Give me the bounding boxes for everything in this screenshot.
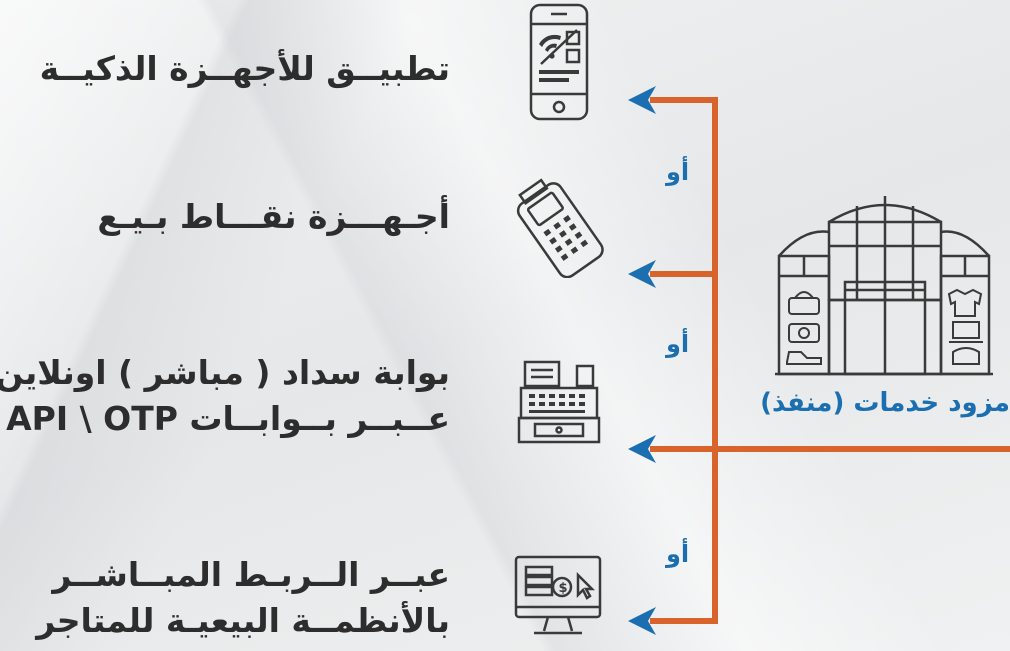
arrow-pos: [628, 260, 656, 288]
cash-register-icon: [517, 360, 601, 444]
pos-terminal-icon: [516, 178, 604, 278]
svg-text:$: $: [559, 581, 568, 596]
arrow-app: [628, 86, 656, 114]
channel-label-line: عبــر الــربـط المبــاشــر: [52, 555, 450, 594]
channel-label-gateway: بوابة سداد ( مباشر ) اونلاين عــبــر بــ…: [0, 350, 450, 442]
or-label: أو: [666, 540, 690, 568]
channel-label-smart-app: تطبيــق للأجهــزة الذكيــة: [40, 46, 450, 92]
channel-label-line: عــبــر بــوابــات API \ OTP: [6, 399, 450, 438]
or-label: أو: [666, 158, 690, 186]
channel-label-pos: أجـهـــزة نقـــاط بـيـع: [97, 194, 450, 240]
service-provider-label: مزود خدمات (منفذ): [760, 388, 1010, 418]
smartphone-qr-icon: [529, 3, 589, 121]
channel-label-line: أجـهـــزة نقـــاط بـيـع: [97, 197, 450, 236]
monitor-payment-icon: $: [514, 555, 602, 635]
arrow-direct: [628, 607, 656, 635]
channel-label-line: تطبيــق للأجهــزة الذكيــة: [39, 49, 450, 88]
arrow-gateway: [628, 435, 656, 463]
channel-label-line: بالأنظمــة البيعيـة للمتاجر: [36, 601, 450, 640]
channel-label-line: بوابة سداد ( مباشر ) اونلاين: [0, 353, 450, 392]
storefront-icon: [775, 196, 993, 376]
channel-label-direct: عبــر الــربـط المبــاشــر بالأنظمــة ال…: [36, 552, 450, 644]
or-label: أو: [666, 330, 690, 358]
